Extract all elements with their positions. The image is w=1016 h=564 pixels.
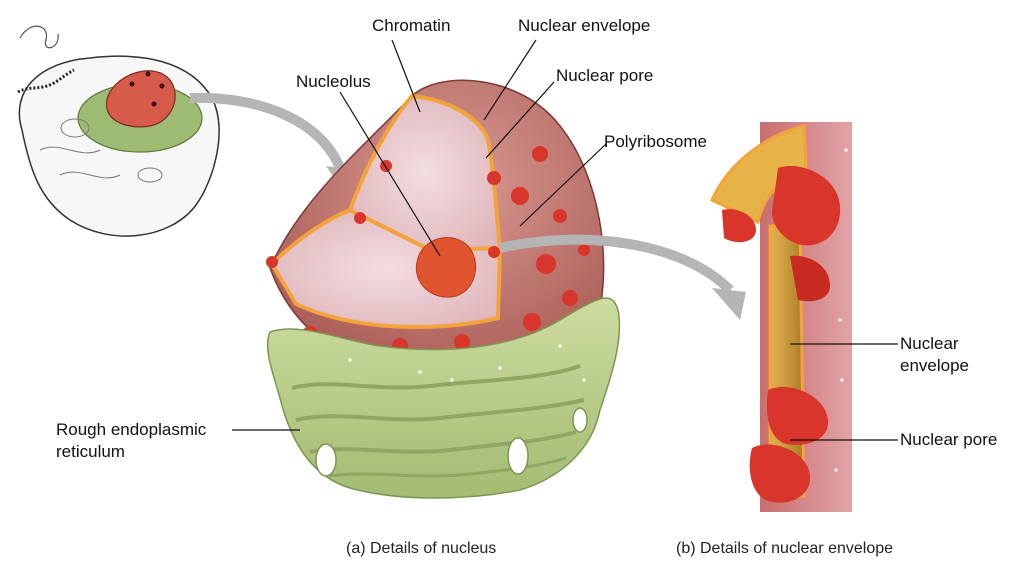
label-nuclear-envelope-top: Nuclear envelope (518, 16, 650, 36)
zoom-arrow-b-head (712, 288, 746, 320)
label-nucleolus: Nucleolus (296, 72, 371, 92)
label-chromatin: Chromatin (372, 16, 450, 36)
caption-b: (b) Details of nuclear envelope (676, 540, 893, 558)
label-rough-er-line1: Rough endoplasmic (56, 420, 206, 440)
caption-a: (a) Details of nucleus (346, 540, 496, 558)
cell-overview-sketch (18, 26, 219, 236)
label-nuclear-envelope-right-line2: envelope (900, 356, 969, 376)
envelope-detail-panel (712, 122, 852, 512)
nucleolus (416, 237, 475, 297)
label-rough-er-line2: reticulum (56, 442, 125, 462)
er-hole (316, 444, 336, 476)
label-polyribosome: Polyribosome (604, 132, 707, 152)
label-nuclear-pore-right: Nuclear pore (900, 430, 997, 450)
er-hole (573, 408, 587, 432)
er-hole (508, 438, 528, 474)
label-nuclear-pore-top: Nuclear pore (556, 66, 653, 86)
label-nuclear-envelope-right-line1: Nuclear (900, 334, 959, 354)
